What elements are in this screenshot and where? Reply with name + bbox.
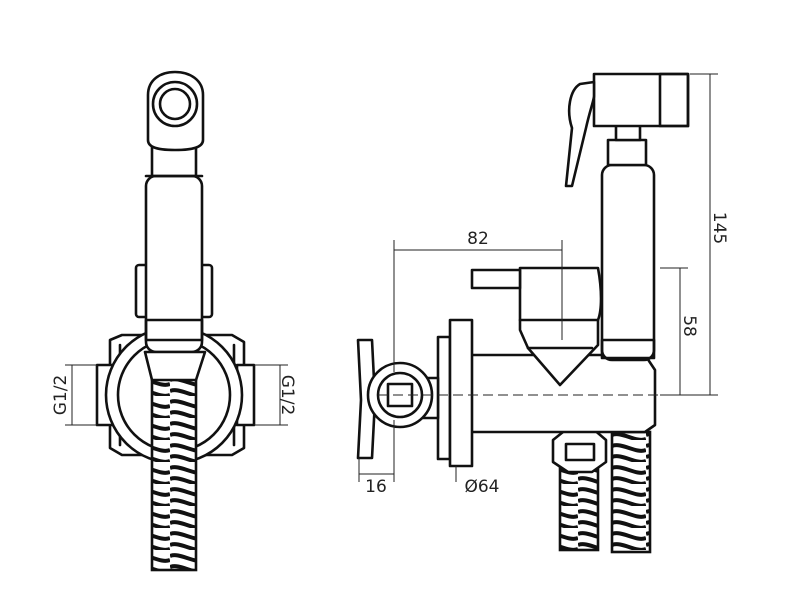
left-thread-dimension: G1/2 [51, 364, 97, 426]
width-dimension: 82 [393, 229, 563, 372]
side-hose-front [558, 460, 600, 552]
outlet-height-dimension: 58 [660, 267, 699, 395]
side-lever [470, 268, 522, 290]
width-label: 82 [467, 229, 489, 249]
side-hose-rear [610, 430, 652, 554]
flange-diameter-label: Ø64 [464, 477, 499, 497]
handle-depth-dimension: 16 [358, 420, 395, 497]
outlet-height-label: 58 [679, 315, 699, 337]
side-hex-nut [551, 426, 608, 474]
total-height-dimension: 145 [660, 73, 729, 396]
handle-depth-label: 16 [365, 477, 387, 497]
side-sprayer-handle [600, 163, 656, 362]
side-flange-plate [448, 318, 474, 468]
side-flange [436, 335, 452, 461]
left-thread-label: G1/2 [51, 375, 71, 416]
side-sprayer-head [592, 72, 690, 128]
side-t-handle [356, 338, 377, 460]
front-sprayer-head [146, 70, 205, 152]
side-sprayer-trigger [564, 80, 596, 188]
front-hose [150, 373, 198, 572]
front-sprayer-handle [144, 174, 204, 354]
flange-diameter-dimension: Ø64 [455, 466, 500, 497]
side-view [356, 72, 690, 554]
right-thread-dimension: G1/2 [254, 364, 297, 426]
right-thread-label: G1/2 [277, 375, 297, 416]
front-view [95, 70, 256, 572]
total-height-label: 145 [709, 212, 729, 244]
side-lever-housing [518, 266, 603, 387]
